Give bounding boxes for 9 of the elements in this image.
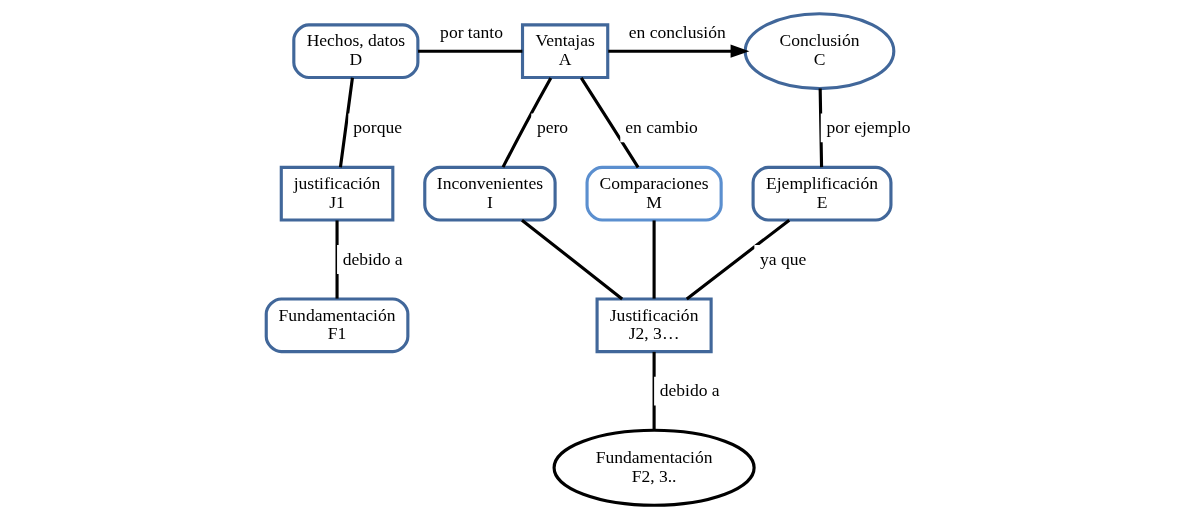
edge-label: en cambio	[625, 116, 698, 137]
edge-label: en conclusión	[628, 21, 726, 42]
edge-label: por tanto	[440, 21, 503, 42]
edge-label: porque	[353, 116, 403, 137]
edge-label: debido a	[342, 248, 403, 269]
edge-label: pero	[536, 116, 569, 137]
edge-label: por ejemplo	[826, 116, 911, 137]
edge-label: debido a	[659, 379, 720, 400]
edge-label: ya que	[759, 248, 807, 269]
